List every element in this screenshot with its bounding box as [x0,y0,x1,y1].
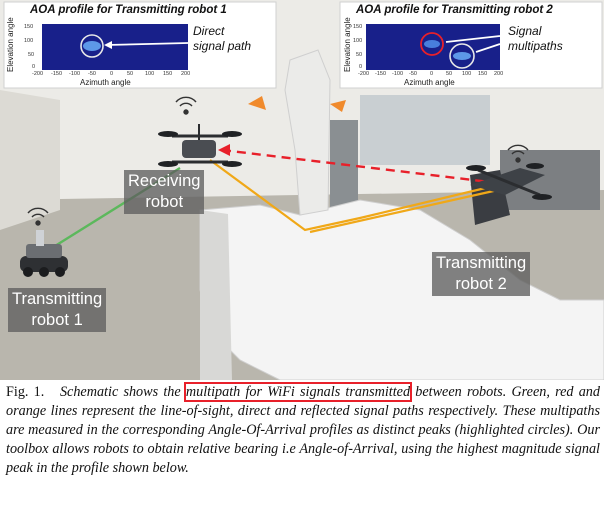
inset-left-ylabel: Elevation angle [6,17,15,72]
peak-highlight-circle-left [80,34,104,58]
x-tick: 200 [494,71,504,77]
partition-shadow [200,210,232,380]
y-tick: 0 [32,64,36,70]
annotation-line: signal path [193,39,252,53]
y-tick: 100 [24,38,34,44]
annotation-line: multipaths [508,39,563,53]
annotation-arrow-left [105,42,189,46]
caption-highlight: multipath for WiFi signals transmitted [183,382,413,402]
x-tick: -150 [51,71,63,77]
aoa-peak-right-b [453,52,471,60]
x-tick: -50 [409,71,417,77]
y-tick: 100 [353,38,363,44]
direct-path [221,148,499,185]
inset-right-xlabel: Azimuth angle [404,78,455,87]
label-line: Receiving [128,172,201,190]
multipath-annotation: Signal multipaths [506,24,565,54]
annotation-line: Direct [193,24,225,38]
label-line: robot 1 [31,311,83,329]
x-tick: 150 [163,71,173,77]
transmitting-robot-1-label: Transmitting robot 1 [8,288,107,332]
transmitting-robot-2-label: Transmitting robot 2 [432,252,531,296]
orange-marker [330,100,346,112]
orange-marker [248,96,266,110]
x-tick: -200 [32,71,44,77]
inset-right-title: AOA profile for Transmitting robot 2 [356,4,553,16]
scene-illustration [0,0,604,380]
x-tick: -50 [88,71,96,77]
annotation-arrow-right-b [475,43,501,53]
x-tick: -200 [358,71,370,77]
aoa-peak-left [83,41,101,51]
figure-caption: Fig. 1. Schematic shows the multipath fo… [6,382,600,478]
annotation-arrowhead-left [104,41,112,49]
wifi-icon-tx1 [27,207,49,226]
x-tick: -100 [69,71,81,77]
x-tick: 150 [478,71,488,77]
label-line: Transmitting [12,290,103,308]
x-tick: 200 [181,71,191,77]
direct-path-annotation: Direct signal path [191,24,254,54]
office-window [360,95,490,165]
peak-highlight-circle-white [449,43,475,69]
y-tick: 0 [359,64,363,70]
inset-left-xlabel: Azimuth angle [80,78,131,87]
x-tick: 100 [145,71,155,77]
receiving-drone-icon [158,124,242,167]
reflected-path-upper [209,159,499,232]
receiving-robot-label: Receiving robot [124,170,205,214]
inset-right-ylabel: Elevation angle [343,17,352,72]
figure-image: AOA profile for Transmitting robot 1 Ele… [0,0,604,380]
caption-text: Schematic shows the [59,384,186,400]
wifi-icon-tx2 [507,144,529,163]
y-tick: 150 [24,24,34,30]
label-line: robot 2 [455,275,507,293]
reflected-path-lower [309,188,499,234]
annotation-arrow-right-a [445,35,501,43]
x-tick: 0 [110,71,114,77]
direct-path-arrowhead [218,144,230,156]
ground-robot-icon [20,230,68,277]
annotation-line: Signal [508,24,542,38]
caption-label: Fig. 1. [6,384,45,400]
pillar [284,49,331,216]
inset-left-title: AOA profile for Transmitting robot 1 [30,4,227,16]
x-tick: 100 [462,71,472,77]
peak-highlight-circle-red [420,32,444,56]
label-line: Transmitting [436,254,527,272]
x-tick: 50 [127,71,134,77]
transmitting-drone-icon [466,163,552,200]
label-line: robot [145,193,184,211]
y-tick: 50 [356,52,363,58]
aoa-peak-right-a [424,40,440,48]
caption-text: between robots. Green, red and orange li… [6,384,600,476]
left-wall [0,90,60,230]
x-tick: -100 [392,71,404,77]
x-tick: 0 [430,71,434,77]
aoa-heatmap-left [42,24,188,70]
x-tick: 50 [446,71,453,77]
wifi-icon-receiver [175,96,197,115]
y-tick: 50 [28,52,35,58]
y-tick: 150 [353,24,363,30]
x-tick: -150 [375,71,387,77]
